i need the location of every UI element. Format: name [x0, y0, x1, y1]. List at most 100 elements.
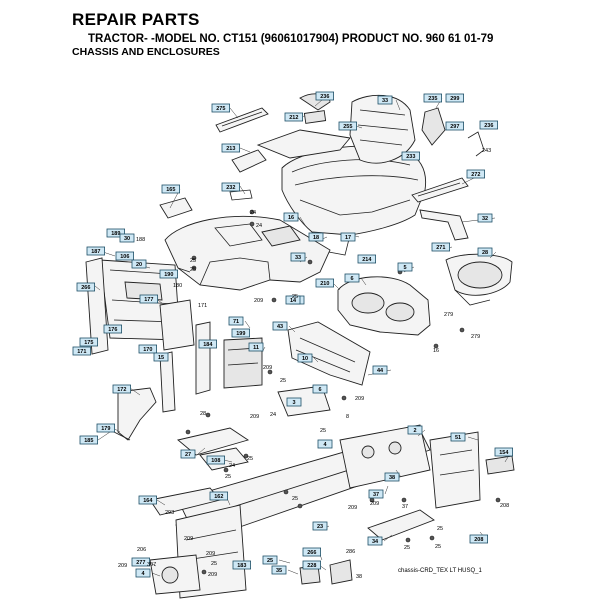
callout-box: [262, 555, 278, 565]
callout-box: [221, 143, 241, 153]
callout-189: 189: [106, 228, 126, 238]
callout-232: 232: [221, 182, 241, 192]
callout-11: 11: [248, 342, 264, 352]
callout-199: 199: [231, 328, 251, 338]
front-axle-parts: [149, 554, 353, 595]
callout-190: 190: [159, 269, 179, 279]
left-pedal-bracket: [109, 387, 157, 441]
callout-box: [135, 568, 151, 578]
callout-text: 187: [91, 249, 100, 255]
part-number-293: 293: [165, 510, 174, 516]
callout-text: 4: [141, 571, 145, 577]
callout-box: [397, 262, 413, 272]
part-number-209: 209: [254, 298, 263, 304]
part-number-180: 180: [173, 283, 182, 289]
part-number-209: 209: [348, 505, 357, 511]
callout-172: 172: [112, 384, 132, 394]
callout-text: 297: [450, 124, 459, 130]
callout-266b: 266: [302, 547, 322, 557]
callout-box: [198, 339, 218, 349]
callout-box: [315, 91, 335, 101]
callout-text: 299: [450, 96, 459, 102]
part-number-25: 25: [437, 526, 443, 532]
callout-text: 170: [143, 347, 152, 353]
callout-box: [340, 232, 356, 242]
callout-box: [466, 169, 486, 179]
callout-177: 177: [139, 294, 159, 304]
part-number-25: 25: [190, 258, 196, 264]
callout-box: [72, 346, 92, 356]
callout-box: [479, 120, 499, 130]
callout-text: 189: [111, 231, 120, 237]
callout-text: 176: [108, 327, 117, 333]
callout-text: 18: [313, 235, 319, 241]
callout-box: [469, 534, 489, 544]
part-number-24: 24: [250, 210, 256, 216]
callout-box: [271, 565, 287, 575]
callout-208: 208: [469, 534, 489, 544]
callout-text: 272: [471, 172, 480, 178]
callout-text: 208: [474, 537, 483, 543]
callout-text: 228: [307, 563, 316, 569]
callout-box: [96, 423, 116, 433]
drawing-id-caption: chassis-CRD_TEX LT HUSQ_1: [398, 568, 482, 574]
part-number-286: 286: [346, 549, 355, 555]
section-title: CHASSIS AND ENCLOSURES: [72, 46, 220, 58]
callout-box: [286, 397, 302, 407]
callout-box: [423, 93, 443, 103]
callout-text: 154: [499, 450, 509, 456]
callout-text: 11: [253, 345, 259, 351]
callout-box: [272, 321, 288, 331]
rear-fender-housing: [337, 276, 431, 336]
callout-text: 14: [290, 298, 297, 304]
callout-25: 25: [262, 555, 278, 565]
callout-183: 183: [232, 560, 252, 570]
callout-box: [228, 316, 244, 326]
callout-15: 15: [153, 352, 169, 362]
part-number-209: 209: [355, 396, 364, 402]
callout-297: 297: [445, 121, 465, 131]
callout-text: 20: [136, 262, 142, 268]
callout-box: [477, 213, 493, 223]
callout-text: 162: [214, 494, 223, 500]
callout-210: 210: [315, 278, 335, 288]
callout-176: 176: [103, 324, 123, 334]
callout-text: 35: [276, 568, 282, 574]
callout-box: [302, 547, 322, 557]
part-number-279: 279: [444, 312, 453, 318]
callout-32: 32: [477, 213, 493, 223]
callout-text: 275: [216, 106, 225, 112]
part-number-25: 25: [247, 456, 253, 462]
callout-text: 236: [320, 94, 329, 100]
callout-3: 3: [286, 397, 302, 407]
callout-text: 43: [277, 324, 283, 330]
callout-box: [76, 282, 96, 292]
part-number-25: 25: [280, 378, 286, 384]
callout-text: 199: [236, 331, 245, 337]
callout-235: 235: [423, 93, 443, 103]
callout-box: [297, 353, 313, 363]
callout-106: 106: [115, 251, 135, 261]
callout-box: [367, 536, 383, 546]
callout-box: [131, 557, 151, 567]
callout-255: 255: [338, 121, 358, 131]
callout-20: 20: [131, 259, 147, 269]
callout-box: [407, 425, 423, 435]
callout-box: [79, 435, 99, 445]
callout-text: 277: [136, 560, 145, 566]
brackets-right: [419, 131, 485, 241]
part-number-24: 24: [229, 463, 235, 469]
callout-box: [315, 278, 335, 288]
callout-box: [284, 112, 304, 122]
callout-228: 228: [302, 560, 322, 570]
callout-4b: 4: [135, 568, 151, 578]
callout-214: 214: [357, 254, 377, 264]
callout-box: [312, 521, 328, 531]
part-number-8: 8: [346, 414, 349, 420]
callout-179: 179: [96, 423, 116, 433]
part-number-25: 25: [190, 267, 196, 273]
callout-box: [401, 151, 421, 161]
callout-272: 272: [466, 169, 486, 179]
callout-164: 164: [138, 495, 158, 505]
callout-text: 266: [81, 285, 90, 291]
